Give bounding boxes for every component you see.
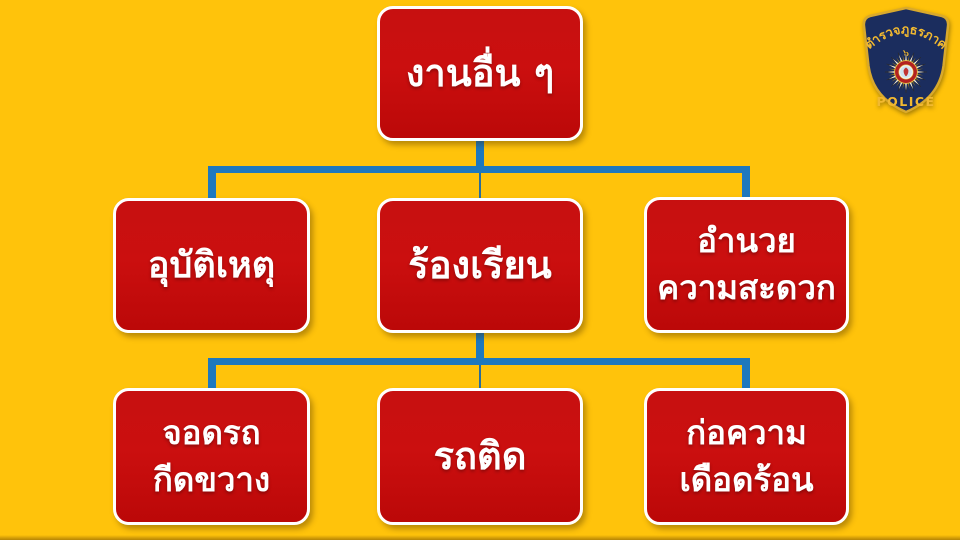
node-traffic-jam: รถติด bbox=[377, 388, 583, 525]
connector-level3-left-drop bbox=[208, 358, 216, 389]
connector-level2-horizontal bbox=[208, 166, 750, 173]
connector-root-stem bbox=[476, 139, 484, 170]
connector-level3-horizontal bbox=[208, 358, 750, 365]
connector-level3-right-drop bbox=[742, 358, 750, 389]
node-label: อำนวย ความสะดวก bbox=[657, 221, 836, 307]
police-badge-icon: ตำรวจภูธรภาค ๖ bbox=[862, 6, 950, 114]
connector-level2-left-drop bbox=[208, 166, 216, 199]
node-label: ร้องเรียน bbox=[408, 242, 552, 287]
connector-level3-center-drop bbox=[479, 365, 481, 389]
node-causing-nuisance: ก่อความ เดือดร้อน bbox=[644, 388, 849, 525]
node-accident: อุบัติเหตุ bbox=[113, 198, 310, 333]
connector-level2-center-drop bbox=[479, 173, 481, 199]
badge-police-text: POLICE bbox=[876, 94, 935, 109]
slide-bottom-edge-shadow bbox=[0, 535, 960, 540]
node-facilitation: อำนวย ความสะดวก bbox=[644, 197, 849, 333]
node-obstructive-parking: จอดรถ กีดขวาง bbox=[113, 388, 310, 525]
node-label: ก่อความ เดือดร้อน bbox=[679, 412, 814, 499]
node-label: อุบัติเหตุ bbox=[147, 244, 276, 286]
node-label: จอดรถ กีดขวาง bbox=[152, 412, 271, 499]
connector-level2-right-drop bbox=[742, 166, 750, 199]
badge-star-emblem bbox=[884, 50, 928, 94]
node-complaint: ร้องเรียน bbox=[377, 198, 583, 333]
node-other-work: งานอื่น ๆ bbox=[377, 6, 583, 141]
node-label: งานอื่น ๆ bbox=[405, 50, 555, 95]
node-label: รถติด bbox=[433, 433, 527, 478]
connector-complaint-stem bbox=[476, 331, 484, 362]
